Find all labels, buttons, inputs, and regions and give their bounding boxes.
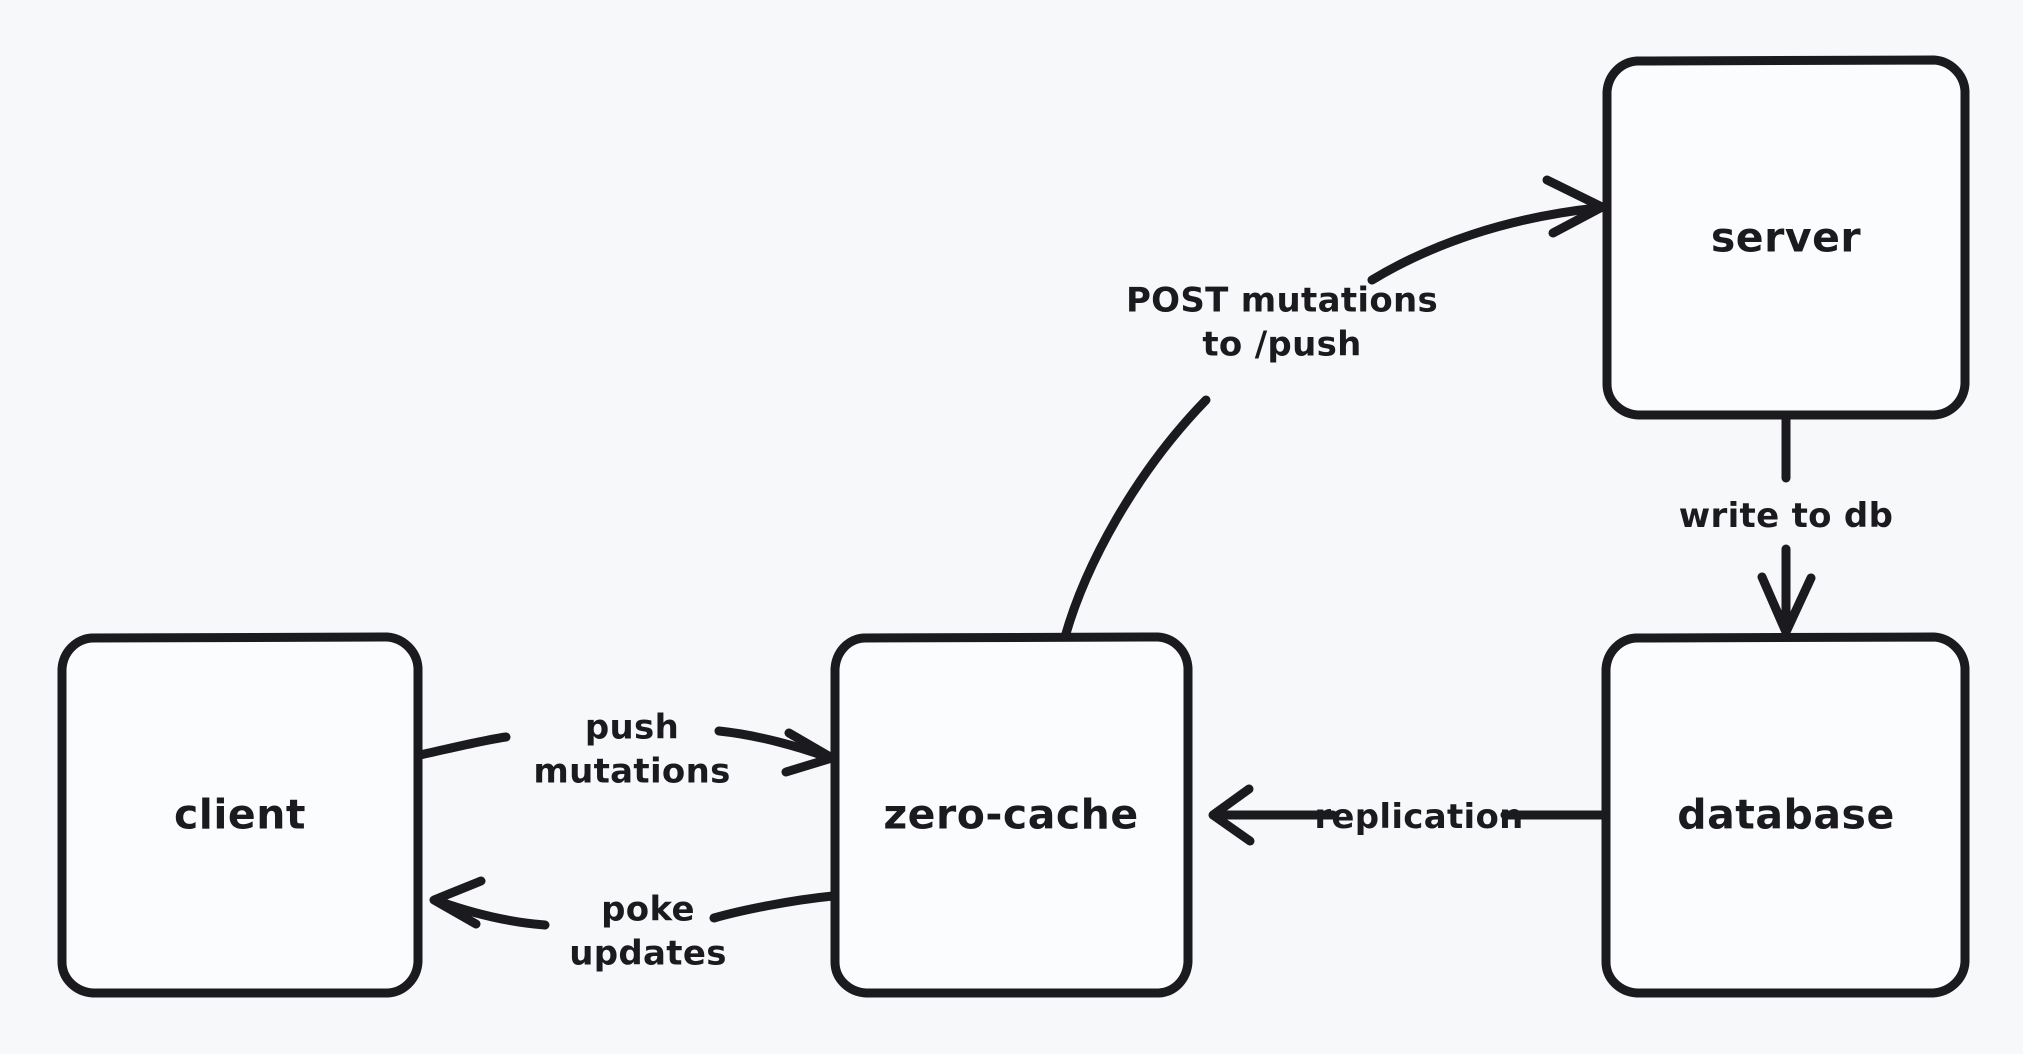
edge-poke-updates <box>429 876 838 930</box>
node-box-server[interactable] <box>1602 55 1970 420</box>
edge-replication <box>1208 784 1609 846</box>
edge-write-to-db <box>1757 412 1816 637</box>
node-box-database[interactable] <box>1601 632 1970 998</box>
node-box-client[interactable] <box>57 632 423 998</box>
edge-post-mutations-to-push <box>1060 175 1607 642</box>
edge-push-mutations <box>415 726 837 777</box>
node-box-zero-cache[interactable] <box>830 632 1193 998</box>
